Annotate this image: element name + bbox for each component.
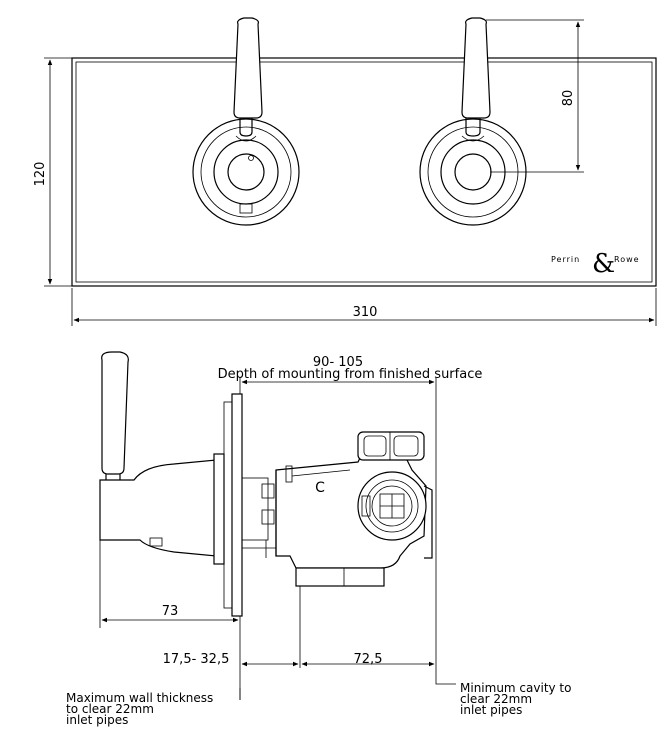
front-view: Perrin & Rowe 120 310 80	[33, 17, 657, 326]
lever-offset-dimension: 80	[486, 19, 584, 173]
width-dimension: 310	[71, 288, 657, 326]
svg-text:to clear 22mm: to clear 22mm	[66, 702, 154, 716]
lever-offset-label: 80	[561, 90, 576, 107]
brand-logo: Perrin & Rowe	[551, 249, 640, 279]
valve-mark: C	[315, 480, 325, 496]
side-lever-handle	[101, 351, 129, 475]
lever-projection-label: 73	[162, 604, 179, 619]
mounting-plate	[231, 393, 243, 617]
cavity-depth-label: 72,5	[354, 652, 383, 667]
svg-text:inlet pipes: inlet pipes	[66, 713, 128, 727]
right-control	[419, 17, 527, 226]
top-nut	[357, 431, 425, 461]
right-lever-handle	[461, 17, 491, 119]
svg-text:Maximum wall thickness: Maximum wall thickness	[66, 691, 213, 705]
faceplate-outer	[71, 57, 657, 287]
mount-depth-value: 90- 105	[313, 355, 363, 370]
mount-depth-caption: Depth of mounting from finished surface	[218, 367, 483, 382]
height-dimension-label: 120	[33, 162, 48, 187]
faceplate-inner	[75, 61, 653, 283]
brand-ampersand: &	[592, 249, 615, 279]
brand-left: Perrin	[551, 255, 580, 264]
bottom-outlet	[295, 567, 385, 587]
left-control	[192, 17, 300, 226]
brand-right: Rowe	[614, 255, 640, 264]
width-dimension-label: 310	[353, 305, 378, 320]
wall-thickness-note: Maximum wall thickness to clear 22mm inl…	[66, 691, 213, 727]
wall-range-label: 17,5- 32,5	[163, 652, 230, 667]
side-view: C 90- 105 Depth of mounting from finishe…	[99, 351, 483, 700]
svg-text:inlet pipes: inlet pipes	[460, 703, 522, 717]
left-lever-handle	[233, 17, 263, 119]
height-dimension: 120	[33, 57, 72, 287]
svg-text:clear 22mm: clear 22mm	[460, 692, 532, 706]
cavity-note: Minimum cavity to clear 22mm inlet pipes	[460, 681, 571, 717]
svg-text:Minimum cavity to: Minimum cavity to	[460, 681, 571, 695]
